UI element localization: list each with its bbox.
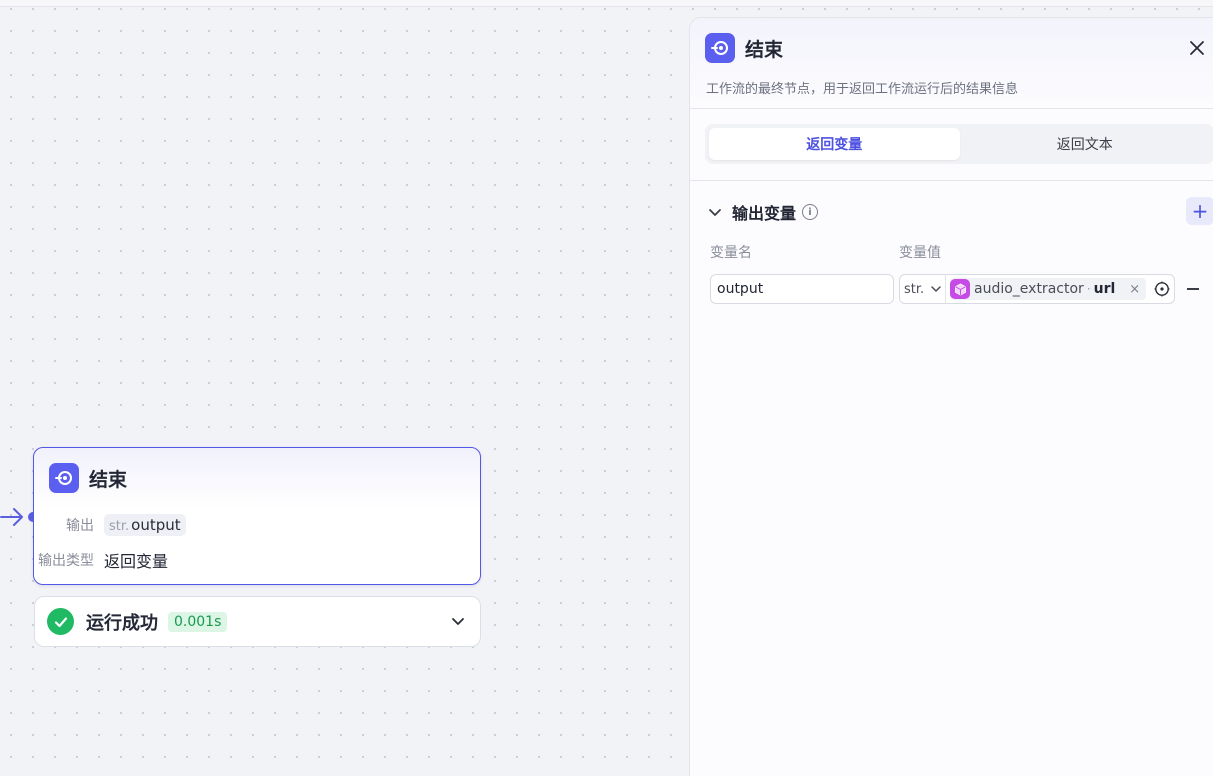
- panel-title[interactable]: 结束: [745, 38, 784, 61]
- output-label: 输出: [66, 518, 94, 534]
- panel-description: 工作流的最终节点，用于返回工作流运行后的结果信息: [706, 82, 1019, 97]
- incoming-edge-arrow-icon: [0, 508, 23, 526]
- remove-variable-button[interactable]: [1187, 288, 1199, 290]
- remove-reference-button[interactable]: ×: [1129, 281, 1141, 297]
- target-icon[interactable]: [1154, 281, 1170, 297]
- node-title: 结束: [89, 468, 128, 491]
- reference-variable-name: url: [1093, 281, 1116, 297]
- add-variable-button[interactable]: +: [1186, 197, 1213, 225]
- top-bar: [0, 0, 1213, 7]
- panel-title-row: 结束: [705, 33, 783, 63]
- tab-return-variable[interactable]: 返回变量: [709, 128, 960, 160]
- reference-node-name: audio_extractor: [974, 281, 1084, 297]
- node-header: 结束: [49, 463, 127, 493]
- column-variable-value: 变量值: [899, 245, 941, 261]
- node-output-type-row: 输出类型 返回变量: [34, 548, 168, 572]
- chevron-down-icon[interactable]: [450, 613, 466, 629]
- run-status-label: 运行成功: [86, 612, 158, 634]
- variable-value-selector[interactable]: str. audio_extractor · url ×: [899, 274, 1175, 304]
- output-var-name: output: [131, 516, 181, 534]
- output-type-value: 返回变量: [104, 552, 169, 571]
- cube-icon: [950, 279, 970, 299]
- variable-name-input[interactable]: output: [710, 274, 894, 304]
- node-settings-panel: 结束 工作流的最终节点，用于返回工作流运行后的结果信息 返回变量 返回文本 输出…: [689, 17, 1213, 776]
- chevron-down-icon: [931, 286, 941, 292]
- run-time-badge: 0.001s: [168, 611, 228, 632]
- node-output-row: 输出 str.output: [34, 514, 186, 536]
- info-icon[interactable]: i: [802, 204, 819, 220]
- success-check-icon: [47, 608, 74, 635]
- variable-reference-chip[interactable]: audio_extractor · url ×: [950, 278, 1147, 300]
- panel-header: 结束 工作流的最终节点，用于返回工作流运行后的结果信息: [690, 18, 1213, 109]
- output-type-tag: str.: [109, 519, 130, 534]
- output-variables-section-header[interactable]: 输出变量 i: [708, 200, 819, 224]
- run-status-bar[interactable]: 运行成功 0.001s: [34, 596, 481, 647]
- end-node-icon: [49, 463, 79, 493]
- end-node-card[interactable]: 结束 输出 str.output 输出类型 返回变量: [33, 447, 481, 585]
- return-mode-tabs: 返回变量 返回文本: [705, 124, 1213, 164]
- end-node-icon: [705, 33, 735, 63]
- type-select[interactable]: str.: [900, 275, 946, 303]
- close-icon[interactable]: [1187, 38, 1207, 58]
- divider: [690, 180, 1213, 181]
- output-var-tag: str.output: [104, 514, 186, 536]
- column-variable-name: 变量名: [710, 245, 752, 261]
- chevron-down-icon[interactable]: [708, 205, 722, 219]
- tab-return-text[interactable]: 返回文本: [1056, 137, 1113, 153]
- section-title: 输出变量: [732, 204, 797, 223]
- reference-separator: ·: [1086, 282, 1091, 296]
- type-select-value: str.: [904, 281, 925, 297]
- output-type-label: 输出类型: [38, 553, 94, 569]
